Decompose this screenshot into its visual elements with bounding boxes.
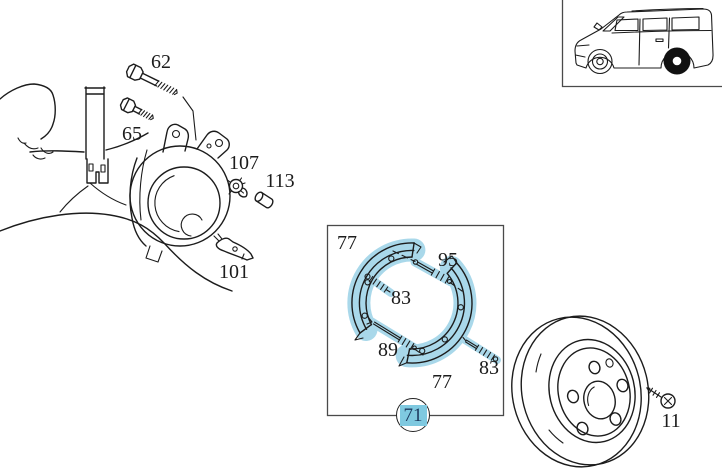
shock-absorber-art [84, 86, 109, 184]
spring-83-lower-art [462, 336, 499, 362]
screw-11-art [646, 387, 676, 409]
backing-plate-art [129, 123, 231, 247]
callout-95[interactable]: 95 [438, 249, 458, 271]
spring-83-upper-art [364, 273, 391, 293]
selected-callout-label: 71 [399, 404, 427, 426]
callout-77-bottom[interactable]: 77 [432, 371, 452, 393]
callout-83-bottom[interactable]: 83 [479, 357, 499, 379]
brake-disc-art [511, 315, 676, 468]
axle-assembly-art [0, 63, 274, 292]
adjusting-nut-107-art [226, 177, 248, 198]
callout-89[interactable]: 89 [378, 339, 398, 361]
brake-shoe-upper-art [351, 242, 422, 341]
callout-101[interactable]: 101 [219, 261, 249, 283]
lever-101-art [213, 233, 254, 261]
shoe-kit-box-art [326, 224, 505, 417]
bolt-65-art [119, 97, 154, 121]
callout-62[interactable]: 62 [151, 51, 171, 73]
van-icon [561, 0, 722, 88]
callout-107[interactable]: 107 [229, 152, 259, 174]
sleeve-113-art [254, 191, 274, 209]
bolt-62-art [125, 63, 178, 96]
callout-65[interactable]: 65 [122, 123, 142, 145]
callout-113[interactable]: 113 [265, 170, 295, 192]
callout-77-top[interactable]: 77 [337, 232, 357, 254]
adjuster-95-art [412, 259, 453, 285]
thumbnail-frame [561, 0, 722, 88]
callout-11[interactable]: 11 [661, 410, 681, 432]
callout-83-top[interactable]: 83 [391, 287, 411, 309]
selected-callout-badge-71[interactable]: 71 [396, 398, 430, 432]
